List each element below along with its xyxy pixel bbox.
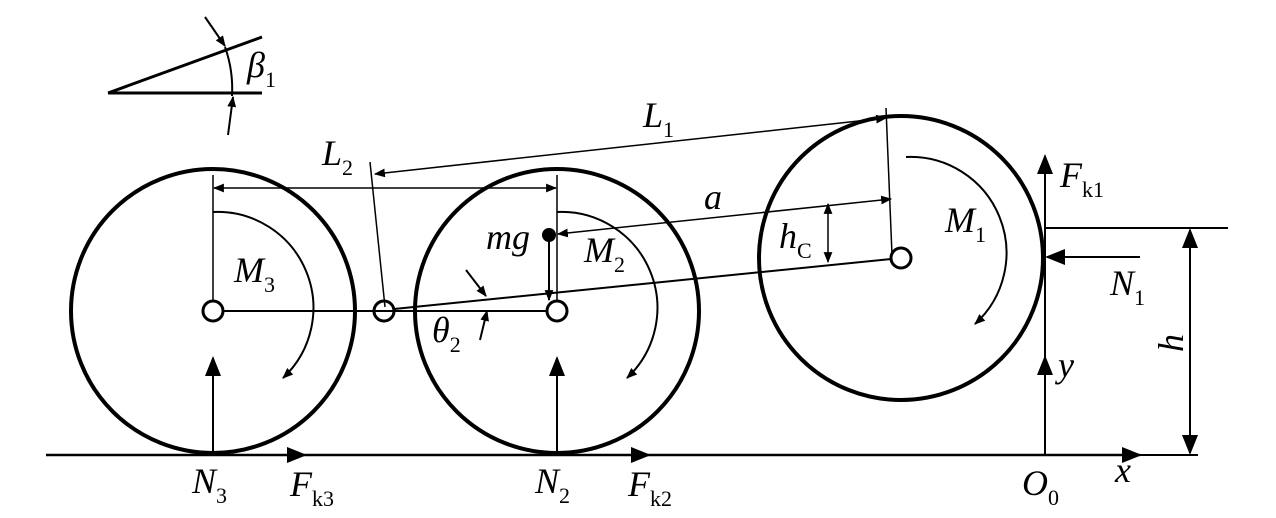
label-M2: M2 xyxy=(583,230,625,277)
label-beta1: β1 xyxy=(246,45,276,92)
label-L2: L2 xyxy=(321,133,353,180)
label-y: y xyxy=(1055,345,1074,385)
label-hC: hC xyxy=(779,216,812,263)
L1-dimension-line xyxy=(373,114,888,178)
label-O0: O0 xyxy=(1022,463,1059,510)
label-Fk3: Fk3 xyxy=(289,464,334,511)
beta-arrow-bottom xyxy=(227,95,237,136)
label-N1: N1 xyxy=(1109,263,1145,310)
label-M3: M3 xyxy=(233,250,275,297)
inclined-beam xyxy=(393,258,892,310)
label-h: h xyxy=(1151,334,1191,352)
beta-arc xyxy=(224,46,234,97)
L1-extension-left xyxy=(369,161,386,308)
label-M1: M1 xyxy=(944,200,986,247)
label-Fk2: Fk2 xyxy=(627,464,672,511)
label-L1: L1 xyxy=(642,95,674,142)
L1-extension-right xyxy=(885,107,893,256)
hub-3 xyxy=(201,299,225,323)
label-N2: N2 xyxy=(534,461,570,508)
theta2-arrow-top xyxy=(465,269,487,297)
moment-M3-arc xyxy=(212,210,315,379)
label-mg: mg xyxy=(486,217,530,257)
label-theta2: θ2 xyxy=(432,310,461,357)
label-Fk1: Fk1 xyxy=(1059,155,1104,202)
label-N3: N3 xyxy=(191,461,227,508)
label-x: x xyxy=(1114,450,1131,490)
label-a: a xyxy=(704,177,722,217)
hub-2 xyxy=(545,299,569,323)
beta-arrow-top xyxy=(204,16,226,47)
moment-M2-arc xyxy=(556,210,659,379)
hub-1 xyxy=(889,246,913,270)
beta-incline xyxy=(107,35,263,95)
moment-M1-arc xyxy=(905,155,1008,325)
theta2-arrow-bottom xyxy=(479,309,489,341)
wheel-1 xyxy=(757,114,1045,402)
a-dimension-line xyxy=(556,195,893,238)
